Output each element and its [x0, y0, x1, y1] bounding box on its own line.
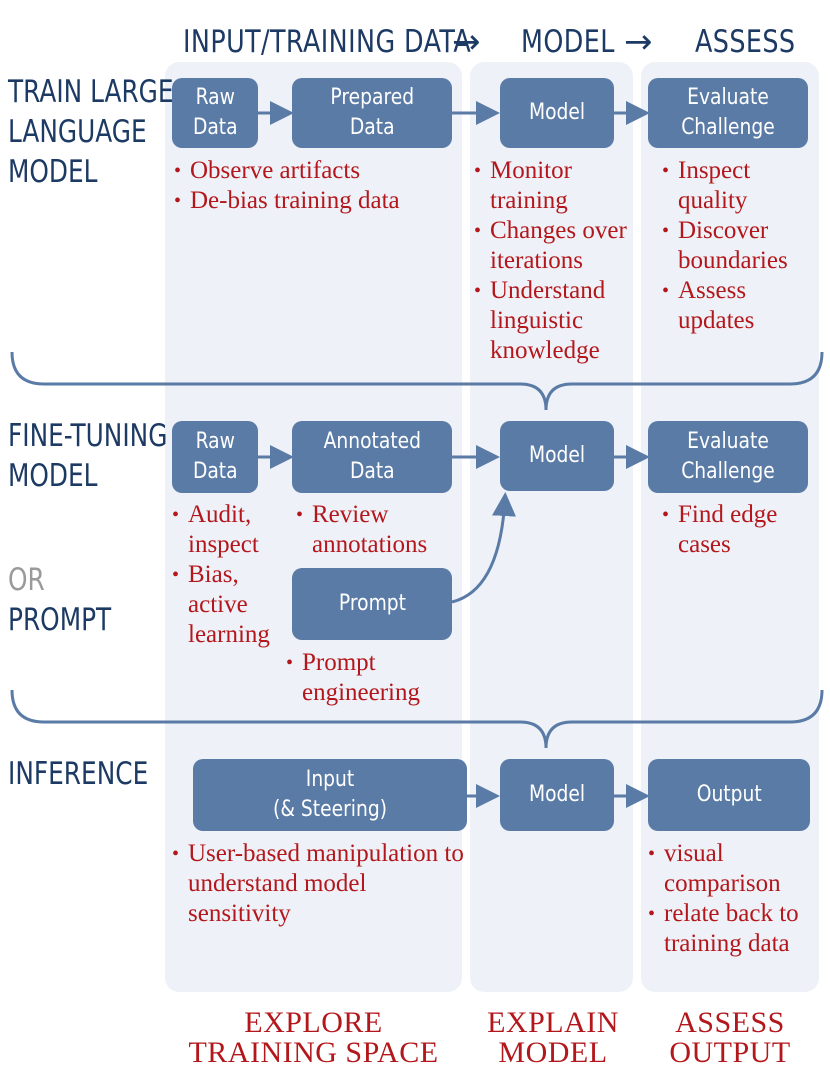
box-inf-model-label: Model [528, 782, 586, 807]
row-label-train: TRAIN LARGE LANGUAGE MODEL [8, 72, 174, 192]
bullet-item: Bias, active learning [172, 560, 288, 650]
box-inf-model: Model [500, 759, 614, 831]
bullet-item: Observe artifacts [174, 156, 454, 186]
bullets-ft-annotated: Review annotations [296, 500, 456, 560]
box-train-model: Model [500, 78, 614, 148]
bullet-item: Understand linguistic knowledge [474, 276, 630, 366]
row-label-finetune-line2: MODEL [8, 458, 98, 494]
box-inf-input-label: Input (& Steering) [273, 767, 387, 822]
header-arrow-1: → [452, 22, 481, 62]
box-ft-evaluate-label: Evaluate Challenge [681, 429, 775, 484]
header-arrow-2: → [624, 22, 653, 62]
box-train-model-label: Model [528, 100, 586, 125]
bullets-ft-prompt: Prompt engineering [286, 648, 456, 708]
footer-assess-line2: OUTPUT [669, 1036, 791, 1069]
box-ft-model: Model [500, 421, 614, 491]
bullets-inf-output: visual comparison relate back to trainin… [648, 839, 818, 959]
row-label-or: OR [8, 562, 45, 598]
box-ft-annotated-data-label: Annotated Data [323, 429, 421, 484]
bullet-item: Assess updates [662, 276, 812, 336]
footer-explain: EXPLAIN MODEL [470, 1008, 636, 1068]
bullets-train-model: Monitor training Changes over iterations… [474, 156, 630, 366]
footer-explore: EXPLORE TRAINING SPACE [165, 1008, 462, 1068]
box-ft-prompt: Prompt [292, 568, 452, 640]
footer-explain-line2: MODEL [498, 1036, 608, 1069]
box-ft-raw-data-label: Raw Data [192, 429, 238, 484]
bullets-ft-assess: Find edge cases [662, 500, 812, 560]
box-inf-output-label: Output [696, 782, 762, 807]
header-assess: ASSESS [695, 24, 796, 60]
bullet-item: Review annotations [296, 500, 456, 560]
row-label-inference: INFERENCE [8, 756, 149, 792]
footer-explore-line1: EXPLORE [244, 1006, 383, 1039]
bullet-item: visual comparison [648, 839, 818, 899]
bullet-item: Audit, inspect [172, 500, 288, 560]
footer-assess: ASSESS OUTPUT [641, 1008, 819, 1068]
row-label-prompt: PROMPT [8, 602, 112, 638]
box-inf-input: Input (& Steering) [193, 759, 467, 831]
box-inf-output: Output [648, 759, 810, 831]
bullet-item: relate back to training data [648, 899, 818, 959]
row-label-train-line3: MODEL [8, 154, 98, 190]
box-train-raw-data-label: Raw Data [192, 85, 238, 140]
row-label-finetune: FINE-TUNING MODEL [8, 416, 167, 496]
bullet-item: Discover boundaries [662, 216, 812, 276]
bullet-item: De-bias training data [174, 186, 454, 216]
box-ft-evaluate: Evaluate Challenge [648, 421, 808, 493]
bullets-ft-raw: Audit, inspect Bias, active learning [172, 500, 288, 650]
bullets-inf-input: User-based manipulation to understand mo… [172, 839, 464, 929]
brace-1 [10, 351, 824, 411]
bullet-item: Prompt engineering [286, 648, 456, 708]
bullet-item: Find edge cases [662, 500, 812, 560]
header-input-training-data: INPUT/TRAINING DATA [183, 24, 472, 60]
footer-assess-line1: ASSESS [675, 1006, 785, 1039]
header-model: MODEL [521, 24, 615, 60]
bullets-train-assess: Inspect quality Discover boundaries Asse… [662, 156, 812, 336]
box-ft-raw-data: Raw Data [172, 421, 258, 493]
box-train-prepared-data-label: Prepared Data [330, 85, 414, 140]
box-train-evaluate: Evaluate Challenge [648, 78, 808, 148]
arrow-prompt-to-model [451, 492, 517, 604]
footer-explore-line2: TRAINING SPACE [188, 1036, 439, 1069]
row-label-finetune-line1: FINE-TUNING [8, 418, 168, 454]
box-train-raw-data: Raw Data [172, 78, 258, 148]
brace-2 [10, 689, 824, 749]
box-ft-model-label: Model [528, 443, 586, 468]
bullet-item: Monitor training [474, 156, 630, 216]
box-ft-annotated-data: Annotated Data [292, 421, 452, 493]
bullets-train-data: Observe artifacts De-bias training data [174, 156, 454, 216]
row-label-train-line2: LANGUAGE [8, 114, 147, 150]
row-label-train-line1: TRAIN LARGE [8, 74, 174, 110]
box-ft-prompt-label: Prompt [338, 591, 406, 616]
box-train-prepared-data: Prepared Data [292, 78, 452, 148]
footer-explain-line1: EXPLAIN [487, 1006, 619, 1039]
bullet-item: User-based manipulation to understand mo… [172, 839, 464, 929]
box-train-evaluate-label: Evaluate Challenge [681, 85, 775, 140]
bullet-item: Changes over iterations [474, 216, 630, 276]
bullet-item: Inspect quality [662, 156, 812, 216]
